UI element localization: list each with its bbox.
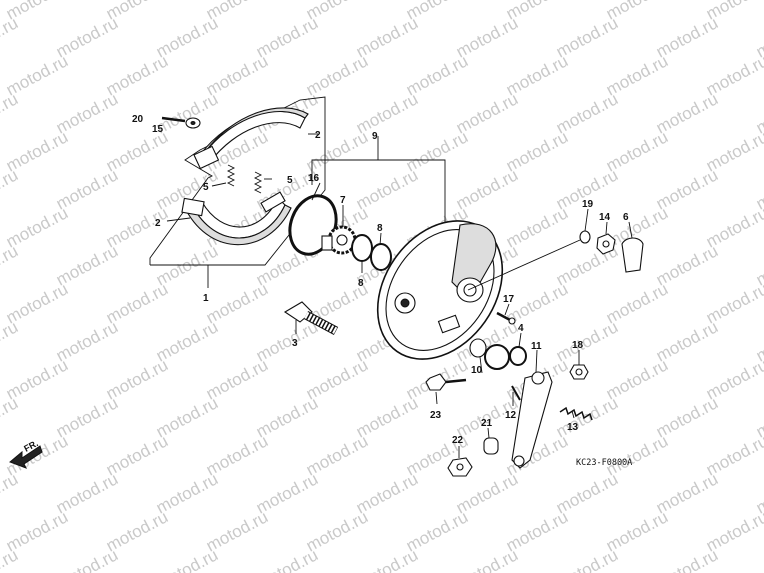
joint-6 xyxy=(621,237,644,273)
felt-seal-10 xyxy=(469,338,487,358)
callout-16: 16 xyxy=(308,173,320,184)
callout-3: 3 xyxy=(292,338,298,349)
callout-21: 21 xyxy=(481,418,493,429)
callout-23: 23 xyxy=(430,410,442,421)
o-ring-4 xyxy=(509,346,527,366)
callout-6: 6 xyxy=(623,212,629,223)
callout-20: 20 xyxy=(132,114,144,125)
brake-arm-11 xyxy=(511,371,553,469)
callout-10: 10 xyxy=(471,365,483,376)
callout-1: 1 xyxy=(203,293,209,304)
shoe-pivot-block-lower xyxy=(181,197,205,217)
callout-5-left: 5 xyxy=(203,182,209,193)
diagram-code: KC23-F0800A xyxy=(576,458,632,468)
callout-5-right: 5 xyxy=(287,175,293,186)
washer-8a xyxy=(351,234,373,262)
spring-right xyxy=(253,171,263,194)
collar-21 xyxy=(483,437,499,455)
return-spring-13 xyxy=(559,406,593,421)
callout-2-upper: 2 xyxy=(315,130,321,141)
callout-8-lower: 8 xyxy=(358,278,364,289)
callout-17: 17 xyxy=(503,294,515,305)
bolt-23 xyxy=(425,373,447,391)
callout-14: 14 xyxy=(599,212,611,223)
callout-15: 15 xyxy=(152,124,164,135)
front-arrow-icon xyxy=(9,445,43,469)
shoe-pivot-block xyxy=(193,145,220,170)
indicator-plate xyxy=(484,344,510,370)
callout-22: 22 xyxy=(452,435,464,446)
shoe-group-bracket xyxy=(149,96,326,265)
callout-19: 19 xyxy=(582,199,594,210)
callout-8-upper: 8 xyxy=(377,223,383,234)
callout-18: 18 xyxy=(572,340,584,351)
callout-11: 11 xyxy=(531,341,542,352)
washer-8b xyxy=(370,243,392,271)
callout-13: 13 xyxy=(567,422,579,433)
spring-left xyxy=(226,164,236,187)
callout-7: 7 xyxy=(340,195,346,206)
callout-2-lower: 2 xyxy=(155,218,161,229)
callout-12: 12 xyxy=(505,410,517,421)
direction-label: FR. xyxy=(22,438,39,454)
callout-9: 9 xyxy=(372,131,378,142)
callout-4: 4 xyxy=(518,323,524,334)
pin-12 xyxy=(511,385,521,401)
